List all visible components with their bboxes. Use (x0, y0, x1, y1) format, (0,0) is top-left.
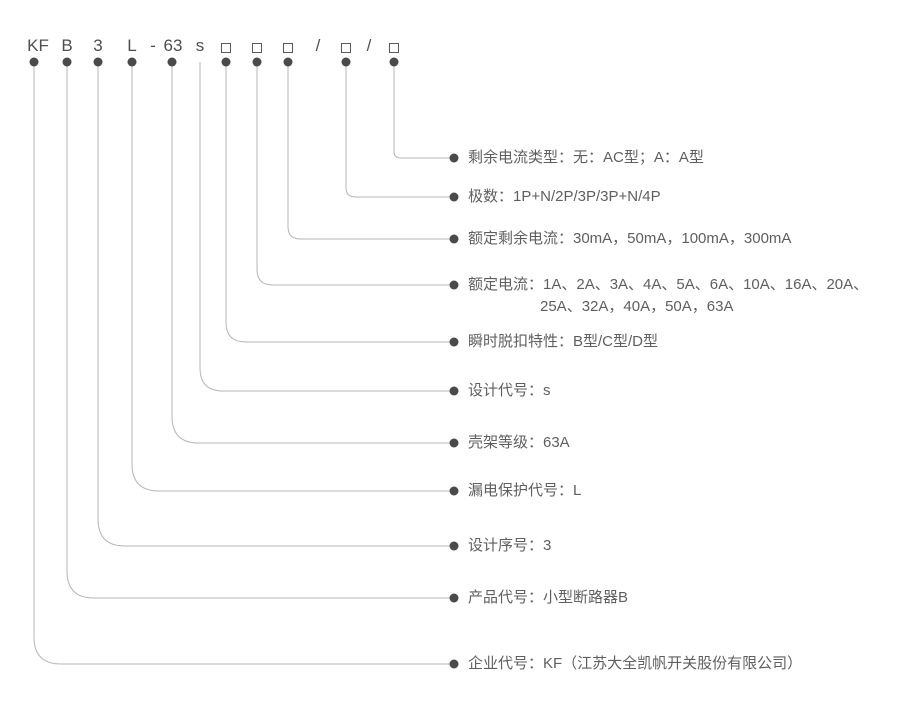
legend-bullet-rated-residual-current (449, 234, 459, 244)
legend-label-residual-current-type-line-1: 剩余电流类型：无：AC型；A：A型 (468, 149, 704, 166)
code-placeholder-box-rated-residual-box (283, 43, 293, 53)
legend-bullet-poles (449, 192, 459, 202)
legend-bullet-design-code (449, 386, 459, 396)
code-part-design-code: s (195, 36, 205, 55)
code-dot-design-serial (93, 57, 103, 67)
legend-label-product-code-line-1: 产品代号：小型断路器B (468, 589, 629, 606)
connector-wire-product-code (66, 62, 450, 599)
connector-wire-design-serial (97, 62, 450, 547)
code-dot-frame-rating (167, 57, 177, 67)
code-part-leakage-code: L (127, 36, 137, 55)
code-part-separator-dash: - (150, 36, 156, 55)
legend-bullet-design-serial (449, 541, 459, 551)
legend-label-instantaneous-trip-line-1: 瞬时脱扣特性：B型/C型/D型 (468, 333, 659, 350)
code-dot-poles-box (341, 57, 351, 67)
code-placeholder-box-trip-type-box (221, 43, 231, 53)
legend-bullet-leakage-protection-code (449, 486, 459, 496)
code-dot-leakage-code (127, 57, 137, 67)
code-part-company-code: KF (27, 36, 49, 55)
legend-label-rated-residual-current-line-1: 额定剩余电流：30mA，50mA，100mA，300mA (468, 230, 792, 247)
legend-label-residual-current-type: 剩余电流类型：无：AC型；A：A型 (468, 147, 704, 169)
code-dot-rated-residual-box (283, 57, 293, 67)
legend-label-leakage-protection-code: 漏电保护代号：L (468, 480, 581, 502)
code-part-product-code: B (61, 36, 73, 55)
legend-label-frame-rating-line-1: 壳架等级：63A (468, 434, 570, 451)
legend-bullet-frame-rating (449, 438, 459, 448)
connector-wire-poles (345, 62, 450, 198)
code-placeholder-box-poles-box (341, 43, 351, 53)
legend-label-instantaneous-trip: 瞬时脱扣特性：B型/C型/D型 (468, 331, 658, 353)
legend-bullet-instantaneous-trip (449, 337, 459, 347)
connector-wire-frame-rating (171, 62, 450, 444)
code-part-frame-rating: 63 (163, 36, 183, 55)
legend-label-leakage-protection-code-line-1: 漏电保护代号：L (468, 482, 582, 499)
legend-label-design-serial: 设计序号：3 (468, 535, 551, 557)
legend-bullet-product-code (449, 593, 459, 603)
code-dot-product-code (62, 57, 72, 67)
code-dot-company-code (29, 57, 39, 67)
code-part-separator-slash-2: / (366, 36, 372, 55)
code-part-design-serial: 3 (93, 36, 103, 55)
code-part-separator-slash-1: / (315, 36, 321, 55)
legend-label-company-code: 企业代号：KF（江苏大全凯帆开关股份有限公司） (468, 653, 802, 675)
connector-wire-instantaneous-trip (225, 62, 450, 343)
connector-wire-rated-residual-current (287, 62, 450, 240)
connector-wire-design-code (199, 62, 450, 392)
code-placeholder-box-rated-current-box (252, 43, 262, 53)
legend-bullet-rated-current (449, 280, 459, 290)
legend-label-rated-current-line-2: 25A、32A，40A，50A，63A (540, 298, 734, 315)
code-placeholder-box-residual-type-box (389, 43, 399, 53)
legend-label-design-code: 设计代号：s (468, 380, 551, 402)
code-dot-residual-type-box (389, 57, 399, 67)
legend-label-frame-rating: 壳架等级：63A (468, 432, 570, 454)
legend-label-design-code-line-1: 设计代号：s (468, 382, 551, 399)
legend-label-product-code: 产品代号：小型断路器B (468, 587, 628, 609)
connector-wire-company-code (33, 62, 450, 665)
code-dot-rated-current-box (252, 57, 262, 67)
legend-label-design-serial-line-1: 设计序号：3 (468, 537, 552, 554)
legend-label-poles-line-1: 极数：1P+N/2P/3P/3P+N/4P (468, 188, 661, 205)
connector-wire-rated-current (256, 62, 450, 286)
connector-wire-residual-current-type (393, 62, 450, 159)
code-dot-trip-type-box (221, 57, 231, 67)
legend-bullet-company-code (449, 659, 459, 669)
legend-label-rated-residual-current: 额定剩余电流：30mA，50mA，100mA，300mA (468, 228, 791, 250)
legend-label-rated-current-line-1: 额定电流：1A、2A、3A、4A、5A、6A、10A、16A、20A、 (468, 276, 869, 293)
legend-bullet-residual-current-type (449, 153, 459, 163)
legend-label-poles: 极数：1P+N/2P/3P/3P+N/4P (468, 186, 661, 208)
legend-label-company-code-line-1: 企业代号：KF（江苏大全凯帆开关股份有限公司） (468, 655, 803, 672)
connector-wire-leakage-protection-code (131, 62, 450, 492)
legend-label-rated-current: 额定电流：1A、2A、3A、4A、5A、6A、10A、16A、20A、 25A、3… (468, 274, 868, 318)
